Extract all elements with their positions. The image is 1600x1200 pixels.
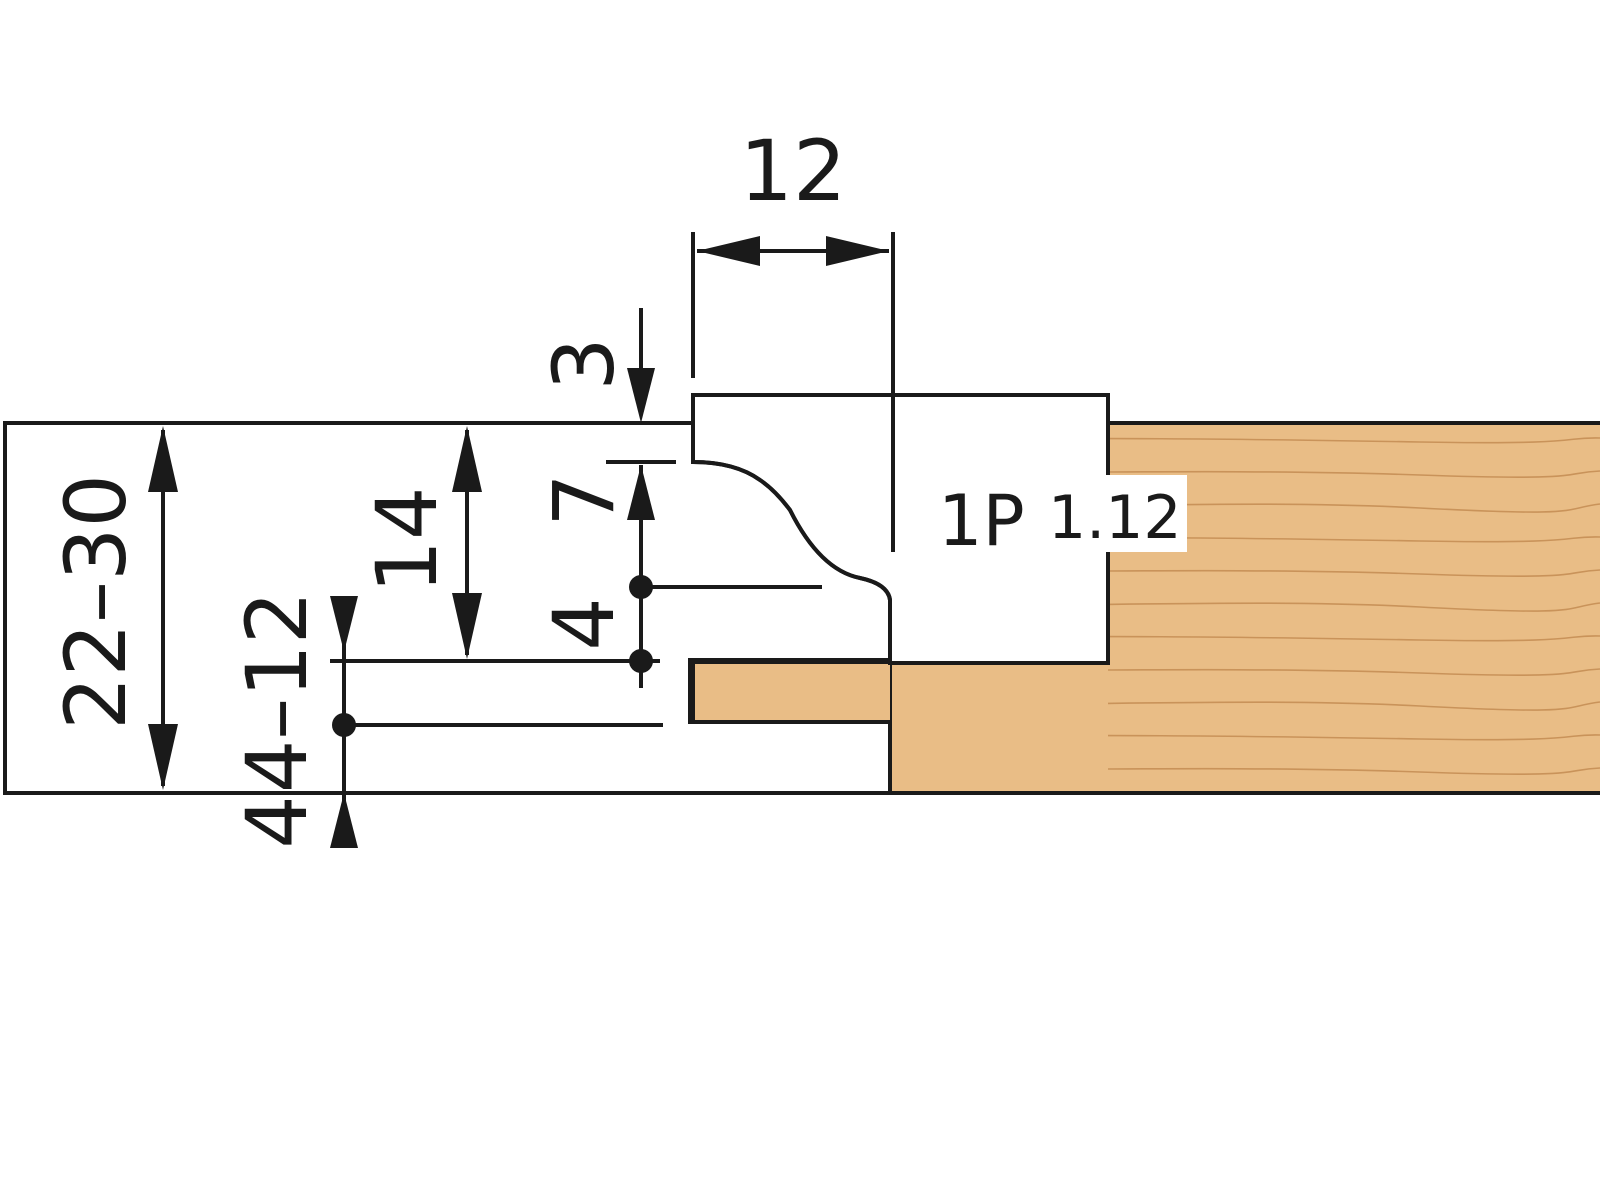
wood-grain-line [1108, 734, 1600, 741]
dim-label-4-12: 4–12 [228, 591, 326, 793]
wood-grain-line [1108, 602, 1600, 612]
wood-grain-line [1108, 503, 1600, 513]
dimension-lip-offset: 3 [535, 308, 676, 464]
profile-code-prefix: 1P [938, 480, 1025, 562]
dimension-tongue-thickness: 4–12 4 [228, 591, 663, 849]
dim-label-14: 14 [358, 487, 456, 594]
wood-grain-line [1108, 470, 1600, 478]
dim-label-22-30: 22–30 [47, 474, 145, 730]
dim-label-7: 7 [535, 473, 633, 526]
wood-grain-line [1108, 701, 1600, 711]
profile-code-label: 1P 1.12 [936, 444, 1187, 592]
dimension-tongue-offsets: 7 4 [535, 465, 822, 688]
wood-grain-line [1108, 767, 1600, 775]
wood-grain-line [1108, 437, 1600, 444]
dim-label-4-upper: 4 [535, 597, 633, 650]
dimension-profile-depth: 14 [330, 426, 660, 663]
dimension-panel-thickness: 22–30 [47, 426, 178, 790]
wood-grain-line [1108, 668, 1600, 676]
wood-grain-line [1108, 569, 1600, 577]
dimension-groove-width: 12 [691, 122, 895, 552]
dim-label-3: 3 [535, 337, 633, 390]
right-panel [888, 421, 1600, 795]
tongue [693, 662, 890, 722]
profile-code-suffix: 1.12 [1048, 483, 1182, 553]
dim-label-12: 12 [740, 122, 847, 220]
wood-grain-line [1108, 536, 1600, 543]
wood-grain-line [1108, 635, 1600, 642]
cutter-tool [691, 393, 1110, 665]
dim-label-4-lower: 4 [228, 795, 326, 848]
